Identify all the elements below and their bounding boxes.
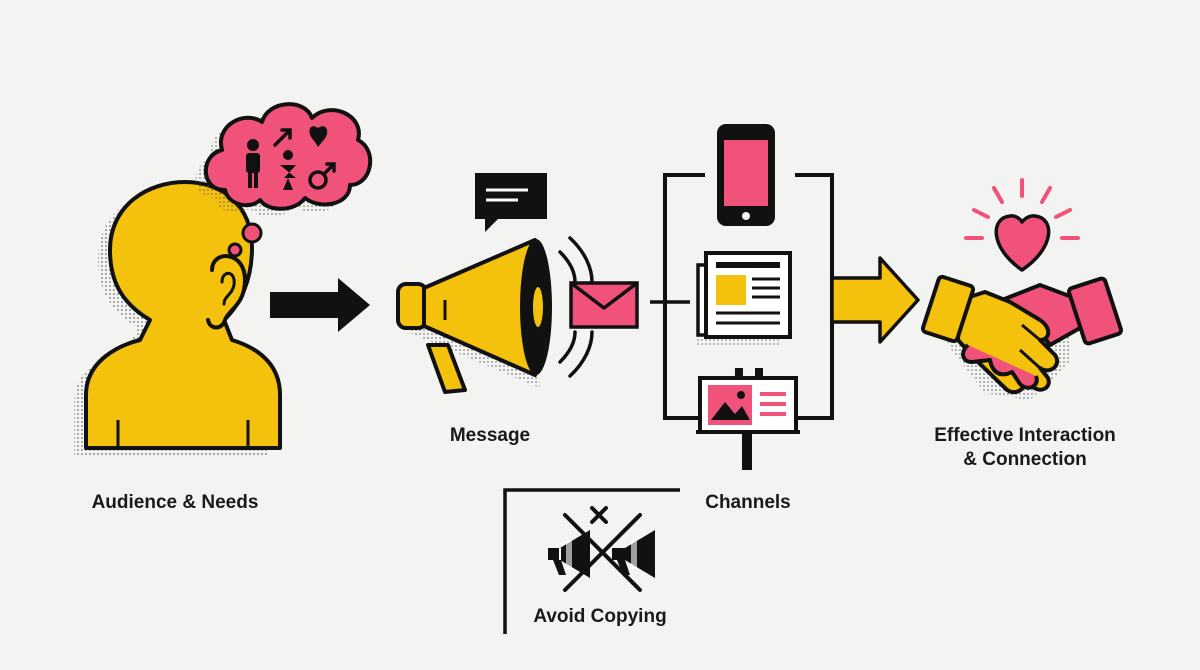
arrow-right-icon xyxy=(830,256,920,344)
ear-icon xyxy=(206,254,248,330)
billboard-icon xyxy=(696,368,800,470)
outcome-label-line2: & Connection xyxy=(963,448,1087,470)
thought-bubble-icon xyxy=(195,102,373,258)
crossed-megaphones-icon xyxy=(548,506,655,592)
message-label: Message xyxy=(449,425,531,446)
outcome-label-line1: Effective Interaction xyxy=(934,425,1116,446)
heart-icon xyxy=(964,178,1080,272)
avoid-copying-label: Avoid Copying xyxy=(533,606,667,627)
audience-label: Audience & Needs xyxy=(91,492,259,513)
megaphone-icon xyxy=(396,236,594,394)
smartphone-icon xyxy=(717,124,775,226)
outcome-label: Effective Interaction & Connection xyxy=(905,424,1145,472)
handshake-icon xyxy=(920,274,1123,400)
envelope-icon xyxy=(569,281,668,329)
avoid-copying-frame xyxy=(503,488,680,634)
newspaper-icon xyxy=(696,251,792,347)
arrow-right-icon xyxy=(270,278,370,332)
chat-bubble-icon xyxy=(475,173,547,232)
channels-label: Channels xyxy=(705,492,791,513)
